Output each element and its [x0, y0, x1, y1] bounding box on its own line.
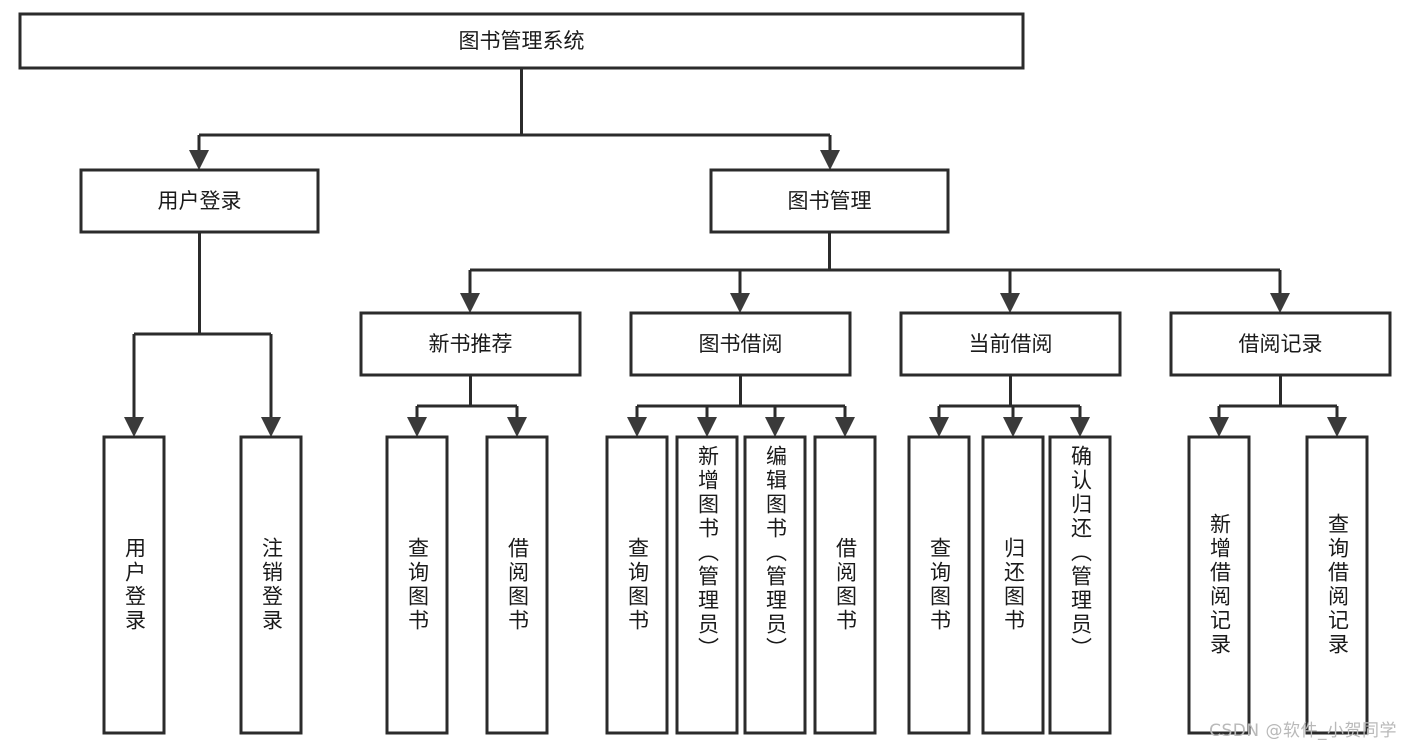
node-book-borrow-label: 图书借阅 — [699, 332, 783, 356]
node-root-label: 图书管理系统 — [459, 29, 585, 53]
node-book-borrow-box[interactable] — [629, 311, 852, 377]
arrow-head-leaf-confirm-ret — [1070, 417, 1090, 437]
arrow-head-new-book-rec — [460, 293, 480, 313]
node-book-manage-box[interactable] — [709, 168, 950, 234]
node-current-borrow[interactable]: 当前借阅 — [899, 311, 1122, 377]
leaf-node-layer — [102, 435, 1369, 735]
arrow-head-current-borrow — [1000, 293, 1020, 313]
arrow-head-borrow-record — [1270, 293, 1290, 313]
arrow-head-leaf-query-book-1 — [407, 417, 427, 437]
node-borrow-record-box[interactable] — [1169, 311, 1392, 377]
node-leaf-query-book-1-box[interactable] — [385, 435, 449, 735]
arrow-head-leaf-add-record — [1209, 417, 1229, 437]
arrow-head-leaf-query-book-2 — [627, 417, 647, 437]
node-leaf-borrow-book-2-box[interactable] — [813, 435, 877, 735]
arrow-head-leaf-borrow-book-1 — [507, 417, 527, 437]
node-leaf-user-logout-box[interactable] — [239, 435, 303, 735]
node-user-login-box[interactable] — [79, 168, 320, 234]
arrow-head-leaf-edit-book — [765, 417, 785, 437]
node-user-login-label: 用户登录 — [158, 189, 242, 213]
node-current-borrow-label: 当前借阅 — [969, 332, 1053, 356]
node-leaf-add-record-box[interactable] — [1187, 435, 1251, 735]
connector-layer — [124, 68, 1347, 437]
arrow-head-leaf-query-book-3 — [929, 417, 949, 437]
node-user-login[interactable]: 用户登录 — [79, 168, 320, 234]
node-leaf-confirm-ret-box[interactable] — [1048, 435, 1112, 735]
node-leaf-query-record-box[interactable] — [1305, 435, 1369, 735]
node-leaf-query-book-2-box[interactable] — [605, 435, 669, 735]
node-book-manage[interactable]: 图书管理 — [709, 168, 950, 234]
node-book-borrow[interactable]: 图书借阅 — [629, 311, 852, 377]
node-root[interactable]: 图书管理系统 — [18, 12, 1025, 70]
node-current-borrow-box[interactable] — [899, 311, 1122, 377]
node-leaf-add-book-box[interactable] — [675, 435, 739, 735]
watermark-text: CSDN @软件_小贺同学 — [1209, 721, 1397, 741]
arrow-head-book-borrow — [730, 293, 750, 313]
node-borrow-record-label: 借阅记录 — [1239, 332, 1323, 356]
node-leaf-return-book-box[interactable] — [981, 435, 1045, 735]
arrow-head-leaf-user-logout — [261, 417, 281, 437]
arrow-head-user-login — [189, 150, 209, 170]
node-leaf-edit-book-box[interactable] — [743, 435, 807, 735]
arrow-head-leaf-borrow-book-2 — [835, 417, 855, 437]
node-book-manage-label: 图书管理 — [788, 189, 872, 213]
node-leaf-query-book-3-box[interactable] — [907, 435, 971, 735]
node-new-book-rec[interactable]: 新书推荐 — [359, 311, 582, 377]
arrow-head-book-manage — [820, 150, 840, 170]
node-borrow-record[interactable]: 借阅记录 — [1169, 311, 1392, 377]
node-root-box[interactable] — [18, 12, 1025, 70]
arrow-head-leaf-query-record — [1327, 417, 1347, 437]
node-new-book-rec-box[interactable] — [359, 311, 582, 377]
node-leaf-borrow-book-1-box[interactable] — [485, 435, 549, 735]
node-new-book-rec-label: 新书推荐 — [429, 332, 513, 356]
arrow-head-leaf-return-book — [1003, 417, 1023, 437]
arrow-head-leaf-add-book — [697, 417, 717, 437]
arrow-head-leaf-user-login — [124, 417, 144, 437]
node-leaf-user-login-box[interactable] — [102, 435, 166, 735]
